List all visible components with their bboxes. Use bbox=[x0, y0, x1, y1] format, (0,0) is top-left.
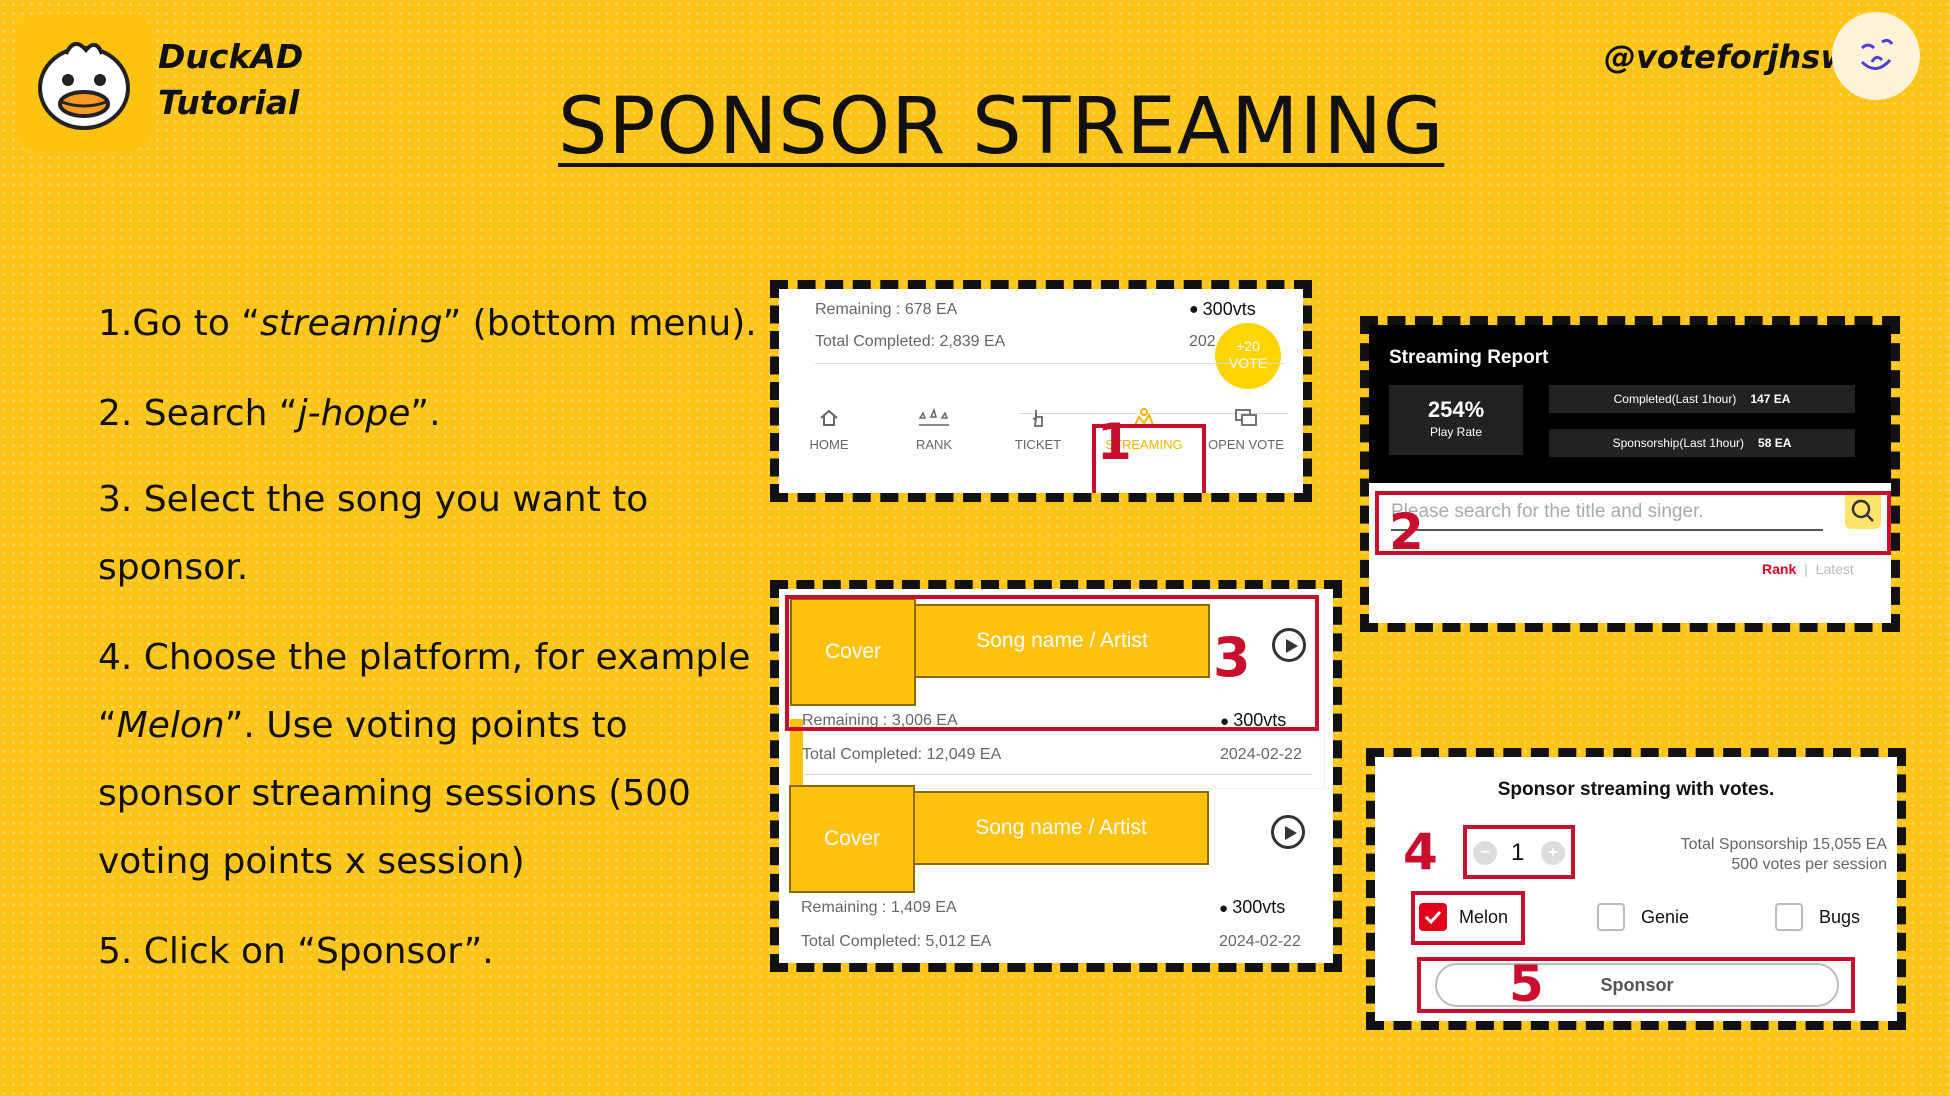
search-input[interactable]: Please search for the title and singer. bbox=[1391, 501, 1823, 531]
genie-checkbox[interactable] bbox=[1597, 903, 1625, 931]
total-completed: Total Completed: 2,839 EA bbox=[815, 333, 1006, 350]
search-icon bbox=[1851, 499, 1874, 522]
votes-badge: ● 300vts bbox=[1219, 897, 1286, 917]
divider bbox=[802, 774, 1312, 775]
cover-image: Cover bbox=[789, 785, 915, 893]
step-3: 3. Select the song you want to sponsor. bbox=[98, 479, 649, 588]
avatar bbox=[1832, 12, 1920, 100]
report-title: Streaming Report bbox=[1389, 347, 1549, 368]
sponsor-button[interactable]: Sponsor bbox=[1435, 963, 1839, 1007]
nav-ticket[interactable]: TICKET bbox=[993, 407, 1083, 452]
play-button[interactable] bbox=[1271, 815, 1305, 849]
step-marker-4: 4 bbox=[1403, 823, 1438, 881]
check-icon bbox=[1424, 910, 1442, 925]
duck-icon: ● bbox=[1220, 713, 1234, 730]
platform-bugs[interactable]: Bugs bbox=[1775, 903, 1860, 931]
plus-button[interactable]: + bbox=[1541, 841, 1565, 865]
sort-latest[interactable]: Latest bbox=[1815, 561, 1854, 577]
list-item[interactable]: Cover Song name / Artist Remaining : 1,4… bbox=[789, 785, 1323, 963]
play-button[interactable] bbox=[1272, 628, 1306, 662]
nav-open-vote[interactable]: OPEN VOTE bbox=[1201, 407, 1291, 452]
step-1: 1.Go to “streaming” (bottom menu). bbox=[98, 303, 757, 344]
brand-line-1: DuckAD bbox=[158, 37, 304, 76]
streaming-report: Streaming Report 254% Play Rate Complete… bbox=[1369, 325, 1891, 483]
highlight-streaming bbox=[1092, 424, 1206, 493]
highlight-sponsor bbox=[1417, 957, 1855, 1013]
search-area: Please search for the title and singer. … bbox=[1369, 483, 1891, 623]
play-rate-card: 254% Play Rate bbox=[1389, 385, 1523, 455]
total-completed: Total Completed: 5,012 EA bbox=[801, 933, 992, 950]
total-completed: Total Completed: 12,049 EA bbox=[802, 746, 1002, 763]
brand-line-2: Tutorial bbox=[158, 83, 300, 122]
face-doodle-icon bbox=[1860, 38, 1894, 70]
page-title: SPONSOR STREAMING bbox=[558, 82, 1445, 172]
hand-icon bbox=[1032, 410, 1043, 427]
votes-badge: ● 300vts bbox=[1220, 710, 1287, 730]
streaming-icon bbox=[1134, 408, 1154, 426]
sponsor-form-screenshot: Sponsor streaming with votes. 4 − 1 + To… bbox=[1366, 748, 1906, 1030]
remaining-count: Remaining : 1,409 EA bbox=[801, 899, 957, 916]
votes-badge: ●300vts bbox=[1189, 299, 1256, 319]
platform-genie[interactable]: Genie bbox=[1597, 903, 1689, 931]
search-screenshot: Streaming Report 254% Play Rate Complete… bbox=[1360, 316, 1900, 632]
sponsor-heading: Sponsor streaming with votes. bbox=[1497, 779, 1775, 800]
step-marker-2: 2 bbox=[1389, 503, 1424, 561]
highlight-melon bbox=[1411, 891, 1525, 945]
divider bbox=[1019, 413, 1289, 414]
twitter-handle: @voteforjhsw bbox=[1604, 38, 1850, 76]
song-title: Song name / Artist bbox=[914, 604, 1210, 678]
step-marker-3: 3 bbox=[1213, 626, 1251, 689]
song-list-screenshot: Cover Song name / Artist Remaining : 3,0… bbox=[770, 580, 1342, 972]
duck-icon: ● bbox=[1219, 900, 1233, 917]
plus-20-vote-button[interactable]: +20 VOTE bbox=[1215, 323, 1281, 389]
streaming-nav-screenshot: Remaining : 678 EA ●300vts Total Complet… bbox=[770, 280, 1312, 502]
duck-icon: ● bbox=[1189, 300, 1199, 318]
divider bbox=[815, 363, 1285, 364]
date-partial: 202 bbox=[1189, 333, 1216, 350]
step-5: 5. Click on “Sponsor”. bbox=[98, 931, 494, 972]
cover-image: Cover bbox=[790, 598, 916, 706]
duck-icon bbox=[38, 42, 130, 130]
chat-icon bbox=[1235, 409, 1257, 426]
bugs-checkbox[interactable] bbox=[1775, 903, 1803, 931]
step-2: 2. Search “j-hope”. bbox=[98, 393, 441, 434]
sort-rank[interactable]: Rank bbox=[1762, 561, 1797, 577]
sponsorship-stat: Sponsorship(Last 1hour)58 EA bbox=[1549, 429, 1855, 457]
home-icon bbox=[820, 409, 838, 426]
duck-logo bbox=[16, 14, 152, 150]
nav-streaming[interactable]: STREAMING bbox=[1099, 407, 1189, 452]
song-date: 2024-02-22 bbox=[1220, 746, 1302, 763]
step-marker-1: 1 bbox=[1097, 413, 1132, 471]
search-button[interactable] bbox=[1845, 493, 1881, 529]
nav-rank[interactable]: RANK bbox=[889, 407, 979, 452]
minus-button[interactable]: − bbox=[1473, 841, 1497, 865]
highlight-song bbox=[785, 595, 1319, 731]
brand-name: DuckAD Tutorial bbox=[158, 34, 303, 126]
song-date: 2024-02-22 bbox=[1219, 933, 1301, 950]
remaining-count: Remaining : 678 EA bbox=[815, 301, 958, 318]
quantity-stepper: − 1 + bbox=[1463, 825, 1575, 879]
highlight-search bbox=[1375, 491, 1891, 555]
song-title: Song name / Artist bbox=[913, 791, 1209, 865]
sort-options: Rank | Latest bbox=[1762, 561, 1854, 577]
quantity-value[interactable]: 1 bbox=[1511, 839, 1525, 866]
completed-stat: Completed(Last 1hour)147 EA bbox=[1549, 385, 1855, 413]
step-marker-5: 5 bbox=[1509, 955, 1544, 1013]
platform-melon[interactable]: Melon bbox=[1419, 903, 1508, 931]
step-4: 4. Choose the platform, for example “Mel… bbox=[98, 637, 751, 882]
melon-checkbox[interactable] bbox=[1419, 903, 1447, 931]
stars-icon bbox=[918, 407, 949, 426]
remaining-count: Remaining : 3,006 EA bbox=[802, 712, 958, 729]
sponsorship-info: Total Sponsorship 15,055 EA 500 votes pe… bbox=[1680, 836, 1887, 873]
nav-home[interactable]: HOME bbox=[784, 407, 874, 452]
